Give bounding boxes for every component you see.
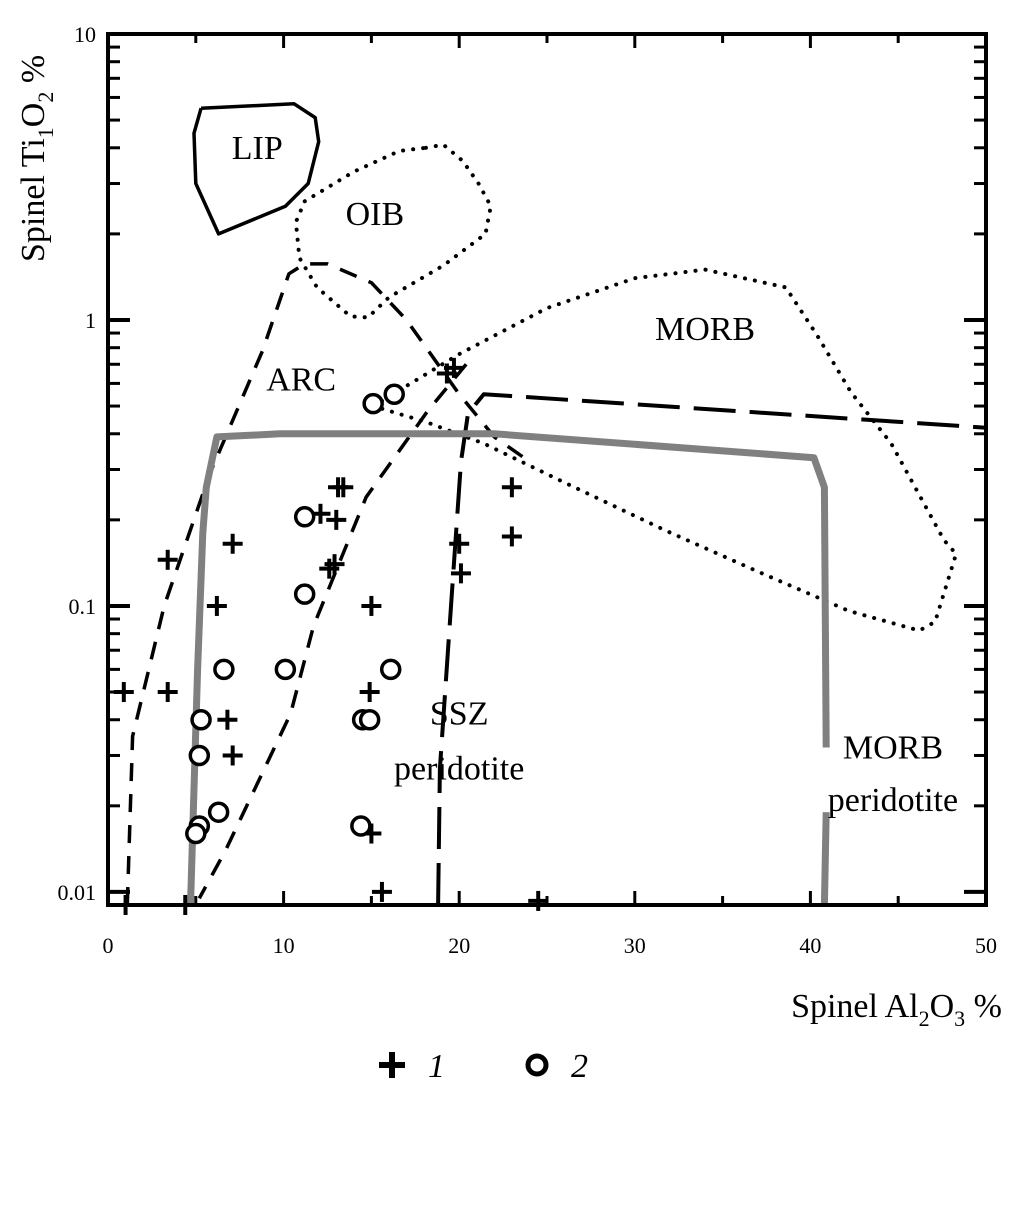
legend-circle-marker bbox=[525, 1053, 549, 1077]
y-tick-label: 10 bbox=[74, 22, 96, 47]
field-labels: LIP OIB MORB ARC SSZ peridotite MORB peridotite bbox=[232, 130, 958, 819]
legend-item-2: 2 bbox=[525, 1048, 588, 1085]
field-label-lip: LIP bbox=[232, 130, 283, 167]
data-point-circle bbox=[274, 658, 297, 681]
x-tick-label: 10 bbox=[273, 933, 295, 958]
field-label-morb: MORB bbox=[843, 729, 943, 766]
data-point-cross bbox=[371, 881, 392, 902]
data-point-cross bbox=[206, 595, 227, 616]
y-tick-label: 1 bbox=[85, 308, 96, 333]
x-tick-label: 20 bbox=[448, 933, 470, 958]
data-point-cross bbox=[450, 563, 471, 584]
y-tick-label: 0.1 bbox=[69, 594, 97, 619]
data-point-cross bbox=[175, 895, 196, 915]
x-tick-label: 30 bbox=[624, 933, 646, 958]
legend-item-1: 1 bbox=[379, 1048, 445, 1085]
data-point-circle bbox=[213, 658, 235, 681]
data-point-circle bbox=[190, 708, 212, 731]
data-point-cross bbox=[443, 357, 464, 378]
ssz-morb-peridotite-boundary-line bbox=[436, 392, 987, 906]
data-point-circle bbox=[207, 801, 230, 823]
data-point-circle bbox=[188, 744, 211, 767]
legend: 1 2 bbox=[379, 1048, 588, 1085]
mantle-array-line bbox=[187, 430, 830, 906]
field-label-ssz: SSZ bbox=[430, 696, 489, 733]
data-point-cross bbox=[157, 549, 178, 570]
data-point-cross bbox=[501, 477, 522, 498]
data-point-cross bbox=[501, 526, 522, 547]
field-label-morb: MORB bbox=[655, 311, 755, 348]
data-point-cross bbox=[326, 509, 347, 530]
legend-cross-marker bbox=[379, 1052, 405, 1078]
data-point-cross bbox=[217, 709, 238, 730]
morb-field-outline bbox=[371, 267, 959, 633]
data-point-circle bbox=[362, 392, 384, 415]
data-point-cross bbox=[528, 890, 549, 911]
data-point-circle bbox=[350, 815, 372, 837]
data-point-circle bbox=[293, 583, 316, 605]
lip-field-outline bbox=[192, 102, 321, 236]
data-point-cross bbox=[222, 745, 243, 766]
arc-field-boundary-line bbox=[125, 262, 531, 906]
y-axis-title: Spinel Ti1O2 % bbox=[15, 55, 58, 262]
mantle-array-lower-tail-line bbox=[820, 812, 830, 906]
x-tick-label: 50 bbox=[975, 933, 997, 958]
field-label-peridotite: peridotite bbox=[828, 782, 958, 819]
data-point-circle bbox=[383, 383, 405, 405]
data-point-cross bbox=[222, 533, 243, 554]
field-label-arc: ARC bbox=[266, 361, 336, 398]
field-label-peridotite: peridotite bbox=[394, 751, 524, 788]
data-point-circle bbox=[358, 708, 381, 731]
data-point-circle bbox=[185, 822, 207, 845]
data-point-cross bbox=[115, 895, 136, 915]
legend-label-2: 2 bbox=[571, 1048, 588, 1085]
data-point-cross bbox=[449, 533, 470, 554]
data-point-cross bbox=[324, 554, 345, 575]
data-point-cross bbox=[361, 595, 382, 616]
axis-ticks: 0 10 20 30 40 50 0.01 0.1 1 10 bbox=[58, 22, 998, 958]
legend-label-1: 1 bbox=[428, 1048, 445, 1085]
x-tick-label: 0 bbox=[103, 933, 114, 958]
data-point-circle bbox=[293, 506, 316, 528]
data-point-cross bbox=[359, 682, 380, 703]
x-tick-label: 40 bbox=[799, 933, 821, 958]
data-points bbox=[113, 357, 549, 915]
oib-field-outline bbox=[293, 142, 493, 320]
arc-inner-boundary-line bbox=[197, 363, 468, 900]
field-label-oib: OIB bbox=[346, 196, 405, 233]
data-point-cross bbox=[333, 477, 354, 498]
data-point-circle bbox=[379, 658, 402, 681]
data-point-cross bbox=[157, 682, 178, 703]
y-tick-label: 0.01 bbox=[58, 880, 97, 905]
field-outlines bbox=[125, 102, 987, 906]
x-axis-title: Spinel Al2O3 % bbox=[791, 988, 1002, 1031]
data-point-cross bbox=[113, 682, 134, 703]
